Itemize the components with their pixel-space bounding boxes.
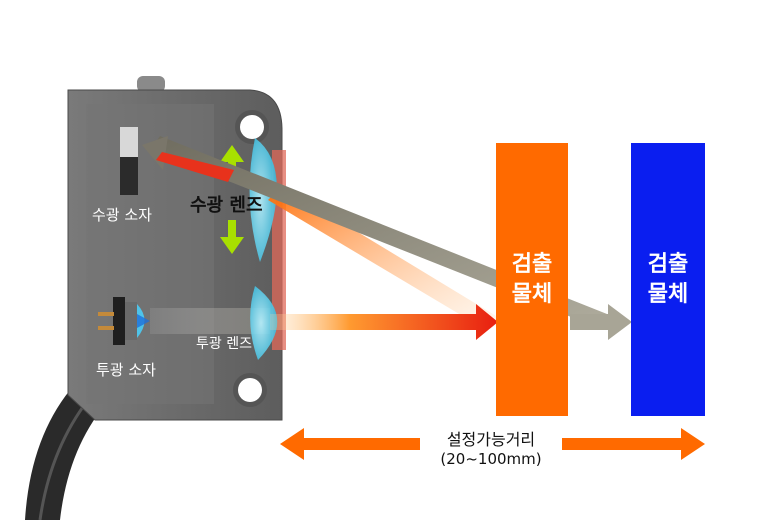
receiver-lens [249, 138, 277, 262]
detection-object-1 [496, 143, 568, 416]
object-1-line1: 검출 [511, 252, 553, 277]
emitter-element-label: 투광 소자 [96, 361, 156, 379]
object-1-label: 검출 물체 [496, 250, 568, 310]
emitter-lens-label: 투광 렌즈 [196, 336, 252, 352]
red-return-arrow [156, 152, 234, 182]
adjust-down-icon [220, 220, 244, 254]
adjust-up-icon [220, 145, 244, 180]
distance-range: (20~100mm) [440, 450, 542, 468]
sensor-top-knob [137, 76, 165, 92]
object-2-line1: 검출 [647, 252, 689, 277]
reflected-beam [268, 186, 506, 330]
object-2-label: 검출 물체 [631, 250, 705, 310]
pass-through-arrow [570, 304, 632, 340]
receiver-lens-label: 수광 렌즈 [190, 195, 263, 216]
emitter-beam [270, 304, 498, 340]
mounting-hole-bottom [233, 373, 267, 407]
receiver-element-label: 수광 소자 [92, 206, 152, 224]
distance-label: 설정가능거리 [446, 430, 536, 449]
object-2-line2: 물체 [647, 282, 689, 307]
object-1-line2: 물체 [511, 282, 553, 307]
distance-arrow [280, 428, 705, 460]
receiver-element [120, 127, 138, 195]
emitter-element [98, 297, 150, 345]
mounting-hole-top [235, 110, 269, 144]
emitter-lens [250, 286, 278, 360]
detection-object-2 [631, 143, 705, 416]
